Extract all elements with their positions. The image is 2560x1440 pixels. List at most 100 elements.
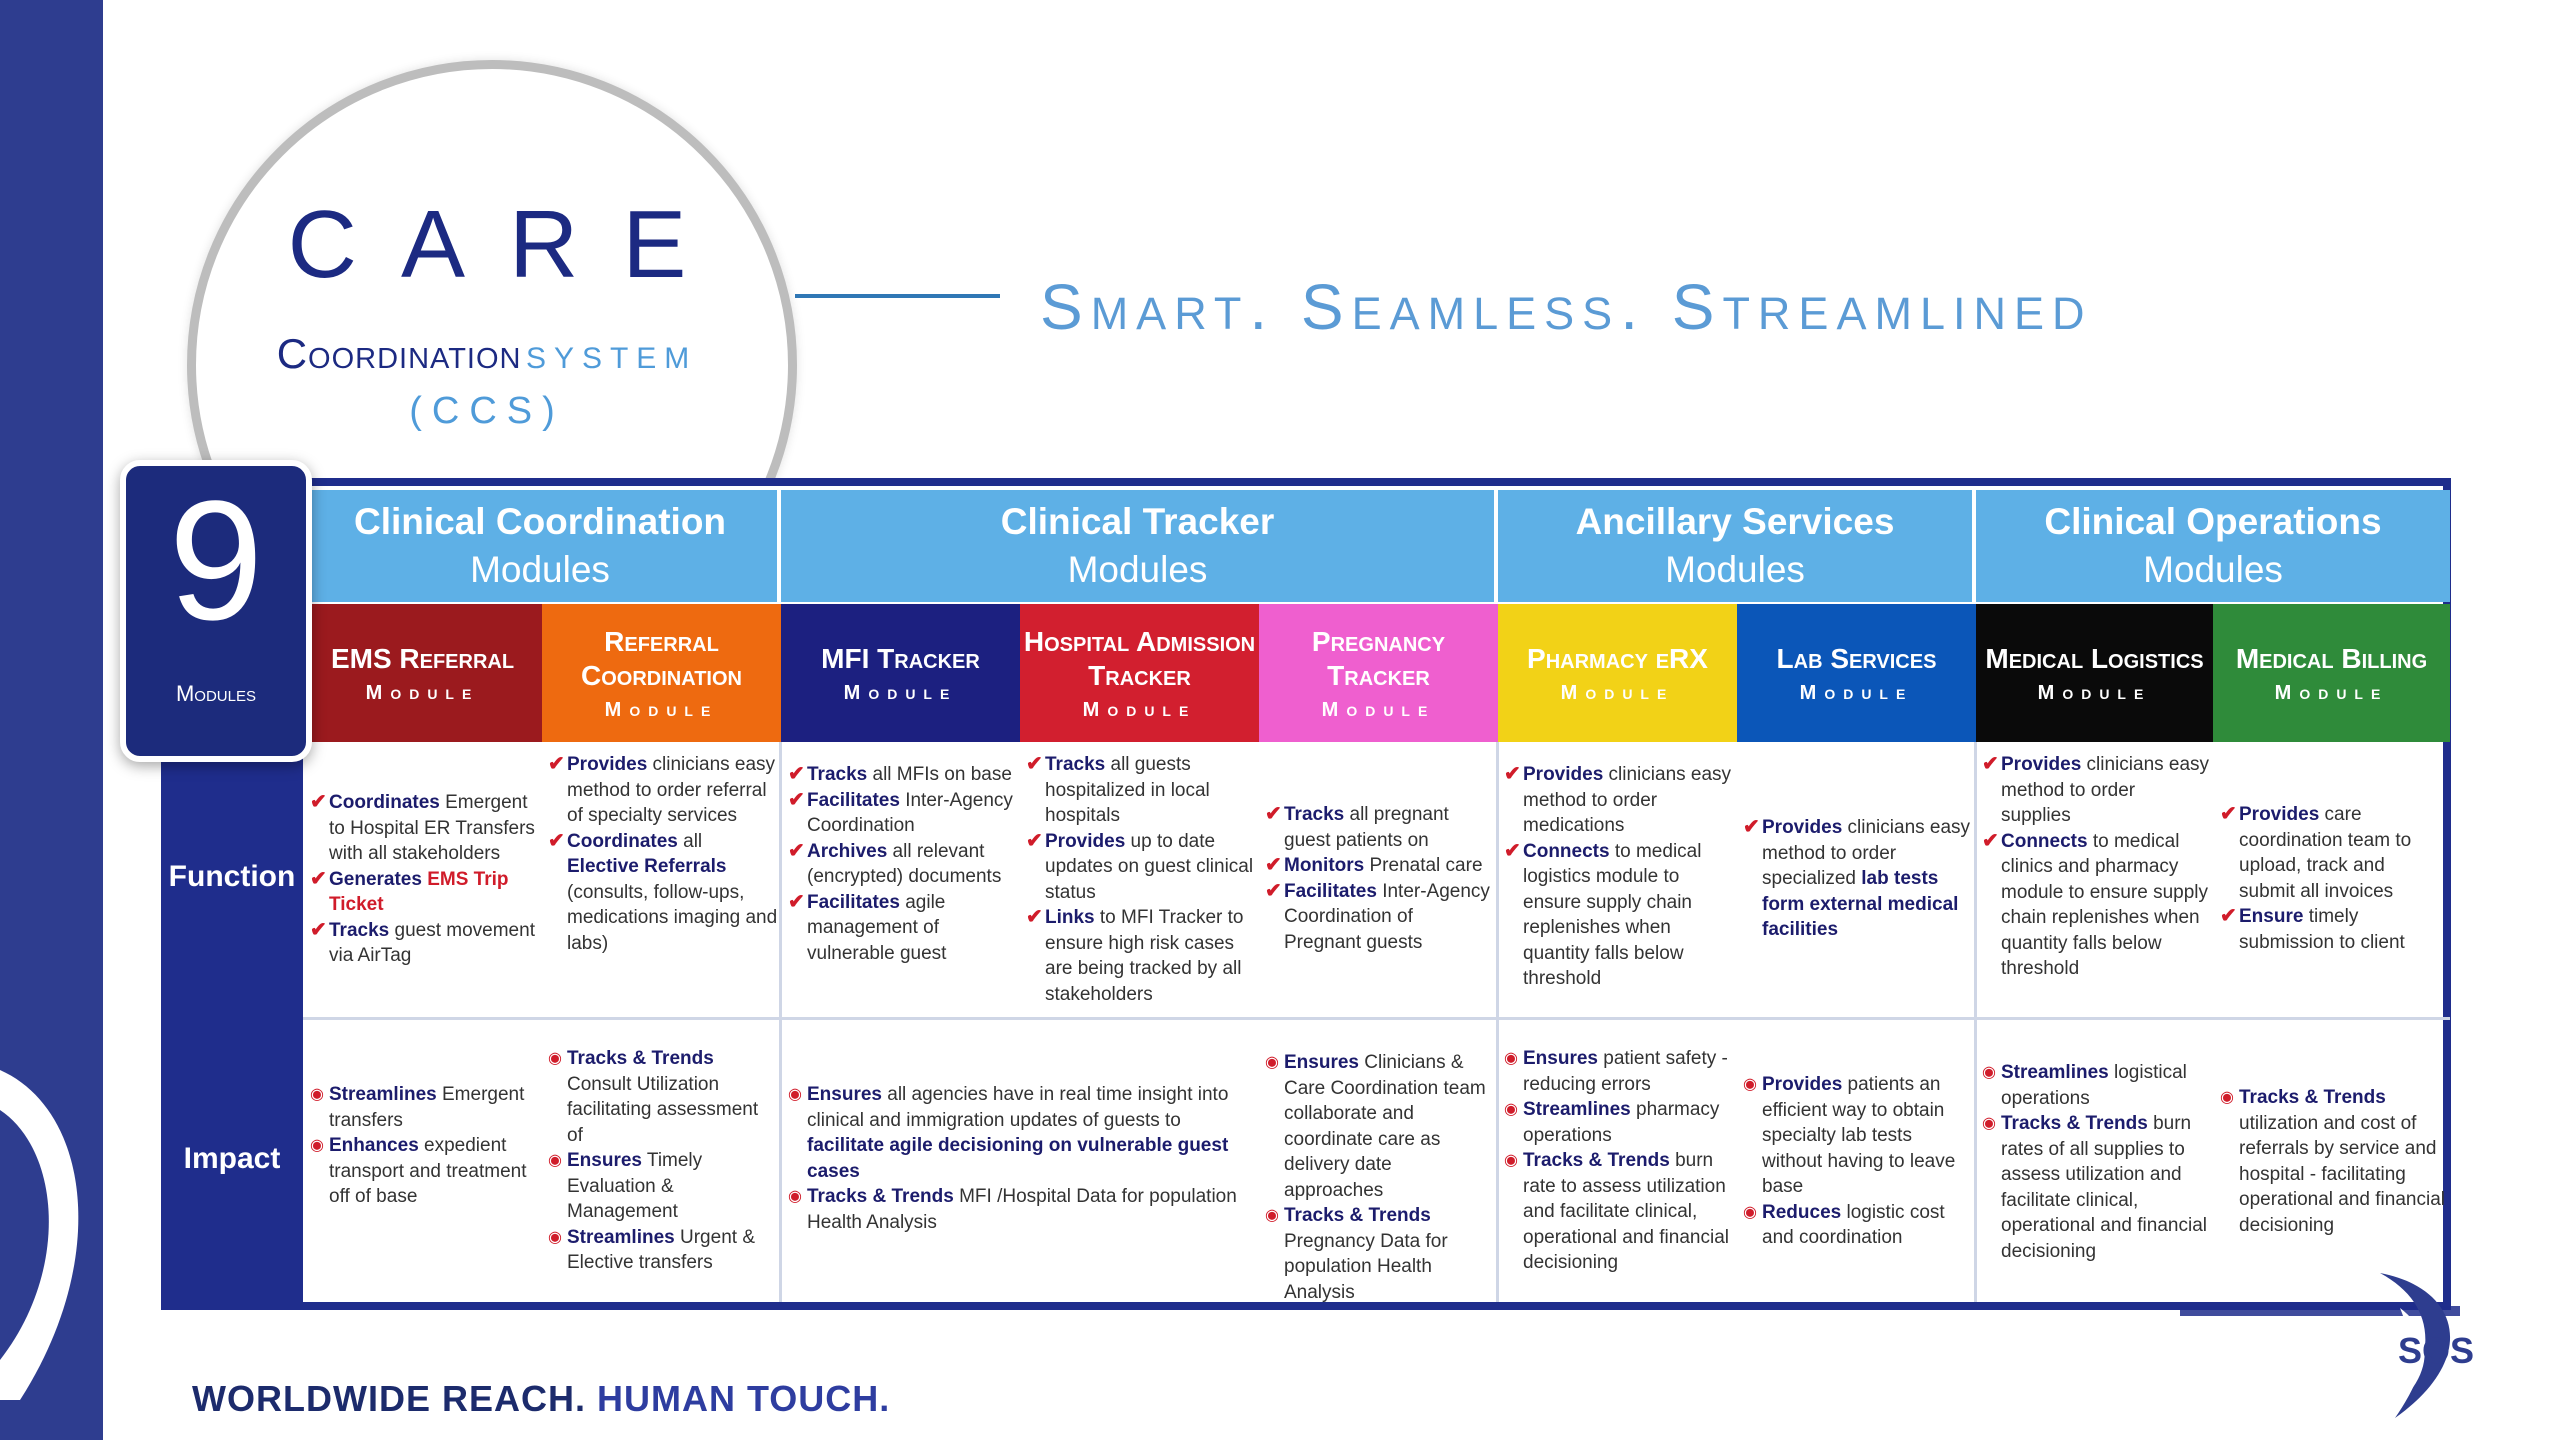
cell-item-body: Inter-Agency Coordination of Pregnant gu… xyxy=(1284,880,1490,953)
cell-item-text: Streamlines pharmacy operations xyxy=(1523,1097,1736,1148)
cell-item: ◉Ensures all agencies have in real time … xyxy=(788,1082,1248,1184)
cell-item-body: timely submission to client xyxy=(2239,906,2405,953)
cell-item-body: guest movement via AirTag xyxy=(329,919,535,967)
cell-item-emphasis: Provides xyxy=(1045,830,1126,852)
cell-item-emphasis: Provides xyxy=(567,754,648,775)
cell-item-emphasis: Streamlines xyxy=(567,1226,675,1248)
cell-item-text: Reduces logistic cost and coordination xyxy=(1762,1200,1975,1251)
cell-item-body: logistical operations xyxy=(2001,1062,2187,1109)
bullet-icon: ◉ xyxy=(1265,1054,1279,1071)
cell-item: ✔Archives all relevant (encrypted) docum… xyxy=(788,839,1013,890)
cell-item-body: Emergent to Hospital ER Transfers with a… xyxy=(329,792,535,864)
function-cell: ✔Provides care coordination team to uplo… xyxy=(2220,802,2445,955)
cell-item: ✔Coordinates Emergent to Hospital ER Tra… xyxy=(310,790,540,867)
cell-item-emphasis: Generates xyxy=(329,868,422,890)
group-title: Clinical Tracker xyxy=(1000,501,1275,542)
cell-item-body: clinicians easy method to order speciali… xyxy=(1762,817,1971,889)
cell-item-text: Tracks guest movement via AirTag xyxy=(329,918,540,969)
cell-item: ◉ Tracks & Trends utilization and cost of… xyxy=(2220,1085,2445,1238)
cell-item-body: Clinicians & Care Coordination team coll… xyxy=(1284,1052,1486,1201)
cell-item-text: Coordinates Emergent to Hospital ER Tran… xyxy=(329,790,540,867)
logo-wordmark-strip xyxy=(2180,1306,2460,1316)
group-header-clinical-coordination: Clinical Coordination Modules xyxy=(303,490,781,602)
module-pregnancy-tracker: Pregnancy Tracker Module xyxy=(1259,604,1498,742)
check-icon: ✔ xyxy=(1265,803,1282,825)
check-icon: ✔ xyxy=(1026,906,1043,928)
function-cell: ✔Provides clinicians easy method to orde… xyxy=(1743,815,1975,943)
impact-cell: ◉Streamlines Emergent transfers◉Enhances… xyxy=(310,1082,540,1210)
module-count-label: Modules xyxy=(175,681,256,706)
system-word: SYSTEM xyxy=(525,342,698,375)
module-pharmacy-erx: Pharmacy eRX Module xyxy=(1498,604,1737,742)
group-title: Ancillary Services xyxy=(1575,501,1895,542)
bullet-icon: ◉ xyxy=(1982,1115,1996,1132)
cell-item-text: Enhances expedient transport and treatme… xyxy=(329,1133,540,1210)
cell-item-emphasis: Links xyxy=(1045,907,1095,928)
tagline-rule xyxy=(795,294,1000,298)
bullet-icon: ◉ xyxy=(310,1086,324,1103)
cell-item-emphasis: Tracks xyxy=(807,764,868,785)
row-label-function: Function xyxy=(168,860,296,893)
cell-item-text: Provides care coordination team to uploa… xyxy=(2239,802,2445,904)
cell-item-emphasis: Tracks xyxy=(1284,804,1345,825)
ccs-abbreviation: (CCS) xyxy=(409,390,565,432)
cell-item-body: up to date updates on guest clinical sta… xyxy=(1045,830,1254,903)
cell-item-text: Tracks all pregnant guest patients on xyxy=(1284,802,1495,853)
cell-item: ✔Tracks guest movement via AirTag xyxy=(310,918,540,969)
cell-item-body: (consults, follow-ups, medications imagi… xyxy=(567,881,778,954)
check-icon: ✔ xyxy=(1982,753,1999,775)
module-label: Module xyxy=(2274,681,2389,704)
cell-item-emphasis: Tracks xyxy=(1045,754,1106,775)
impact-cell: ◉Tracks & Trends Consult Utilization fac… xyxy=(548,1046,778,1276)
cell-item-text: Archives all relevant (encrypted) docume… xyxy=(807,839,1013,890)
function-cell: ✔Tracks all guests hospitalized in local… xyxy=(1026,752,1254,1007)
module-name: Hospital Admission Tracker xyxy=(1023,625,1256,691)
check-icon: ✔ xyxy=(1026,829,1043,852)
cell-item-body: pharmacy operations xyxy=(1523,1099,1720,1146)
check-icon: ✔ xyxy=(788,890,805,913)
cell-item-text: Streamlines logistical operations xyxy=(2001,1060,2210,1111)
module-name: Pharmacy eRX xyxy=(1527,642,1708,674)
bullet-icon: ◉ xyxy=(548,1228,562,1246)
tagline: Smart. Seamless. Streamlined xyxy=(1040,271,2093,343)
cell-item: ✔Connects to medical clinics and pharmac… xyxy=(1982,829,2210,982)
check-icon: ✔ xyxy=(1504,839,1521,862)
cell-item-body: logistic cost and coordination xyxy=(1762,1201,1945,1249)
function-cell: ✔Tracks all MFIs on base✔Facilitates Int… xyxy=(788,762,1013,966)
check-icon: ✔ xyxy=(1504,763,1521,785)
cell-item: ✔Provides up to date updates on guest cl… xyxy=(1026,829,1254,906)
cell-item-text: Facilitates Inter-Agency Coordination of… xyxy=(1284,879,1495,956)
module-label: Module xyxy=(843,681,958,704)
cell-item: ✔Provides clinicians easy method to orde… xyxy=(1982,752,2210,829)
impact-cell: ◉Ensures all agencies have in real time … xyxy=(788,1082,1248,1235)
cell-item: ✔Tracks all pregnant guest patients on xyxy=(1265,802,1495,853)
cell-item: ✔Facilitates Inter-Agency Coordination o… xyxy=(1265,879,1495,956)
cell-item-body: Urgent & Elective transfers xyxy=(567,1226,755,1274)
cell-item-text: Ensures patient safety - reducing errors xyxy=(1523,1046,1736,1097)
module-label: Module xyxy=(2037,681,2152,704)
cell-item-body: clinicians easy method to order referral… xyxy=(567,754,776,826)
cell-item-text: Tracks & Trends MFI /Hospital Data for p… xyxy=(807,1184,1248,1235)
module-referral-coordination: Referral Coordination Module xyxy=(542,604,781,742)
check-icon: ✔ xyxy=(1265,879,1282,902)
cell-item: ✔Generates EMS Trip Ticket xyxy=(310,867,540,918)
cell-item-text: Tracks & Trends utilization and cost of … xyxy=(2239,1085,2445,1238)
cell-item-emphasis: Streamlines xyxy=(329,1084,437,1105)
module-label: Module xyxy=(365,681,480,704)
cell-item-body: to MFI Tracker to ensure high risk cases… xyxy=(1045,907,1244,1005)
column-divider xyxy=(779,742,782,1302)
check-icon: ✔ xyxy=(1743,816,1760,838)
cell-item-body: agile management of vulnerable guest xyxy=(807,891,947,964)
bullet-icon: ◉ xyxy=(1982,1064,1996,1081)
cell-item-emphasis: Connects xyxy=(1523,840,1610,862)
cell-item: ◉Provides patients an efficient way to o… xyxy=(1743,1072,1975,1200)
module-medical-logistics: Medical Logistics Module xyxy=(1976,604,2213,742)
cell-item-emphasis: Facilitates xyxy=(1284,880,1377,902)
check-icon: ✔ xyxy=(310,918,327,941)
impact-cell: ◉Ensures Clinicians & Care Coordination … xyxy=(1265,1050,1495,1305)
bullet-icon: ◉ xyxy=(2220,1089,2234,1106)
check-icon: ✔ xyxy=(2220,803,2237,825)
cell-item: ◉Tracks & Trends MFI /Hospital Data for … xyxy=(788,1184,1248,1235)
cell-item-emphasis: Tracks & Trends xyxy=(2001,1113,2148,1134)
check-icon: ✔ xyxy=(1026,753,1043,775)
